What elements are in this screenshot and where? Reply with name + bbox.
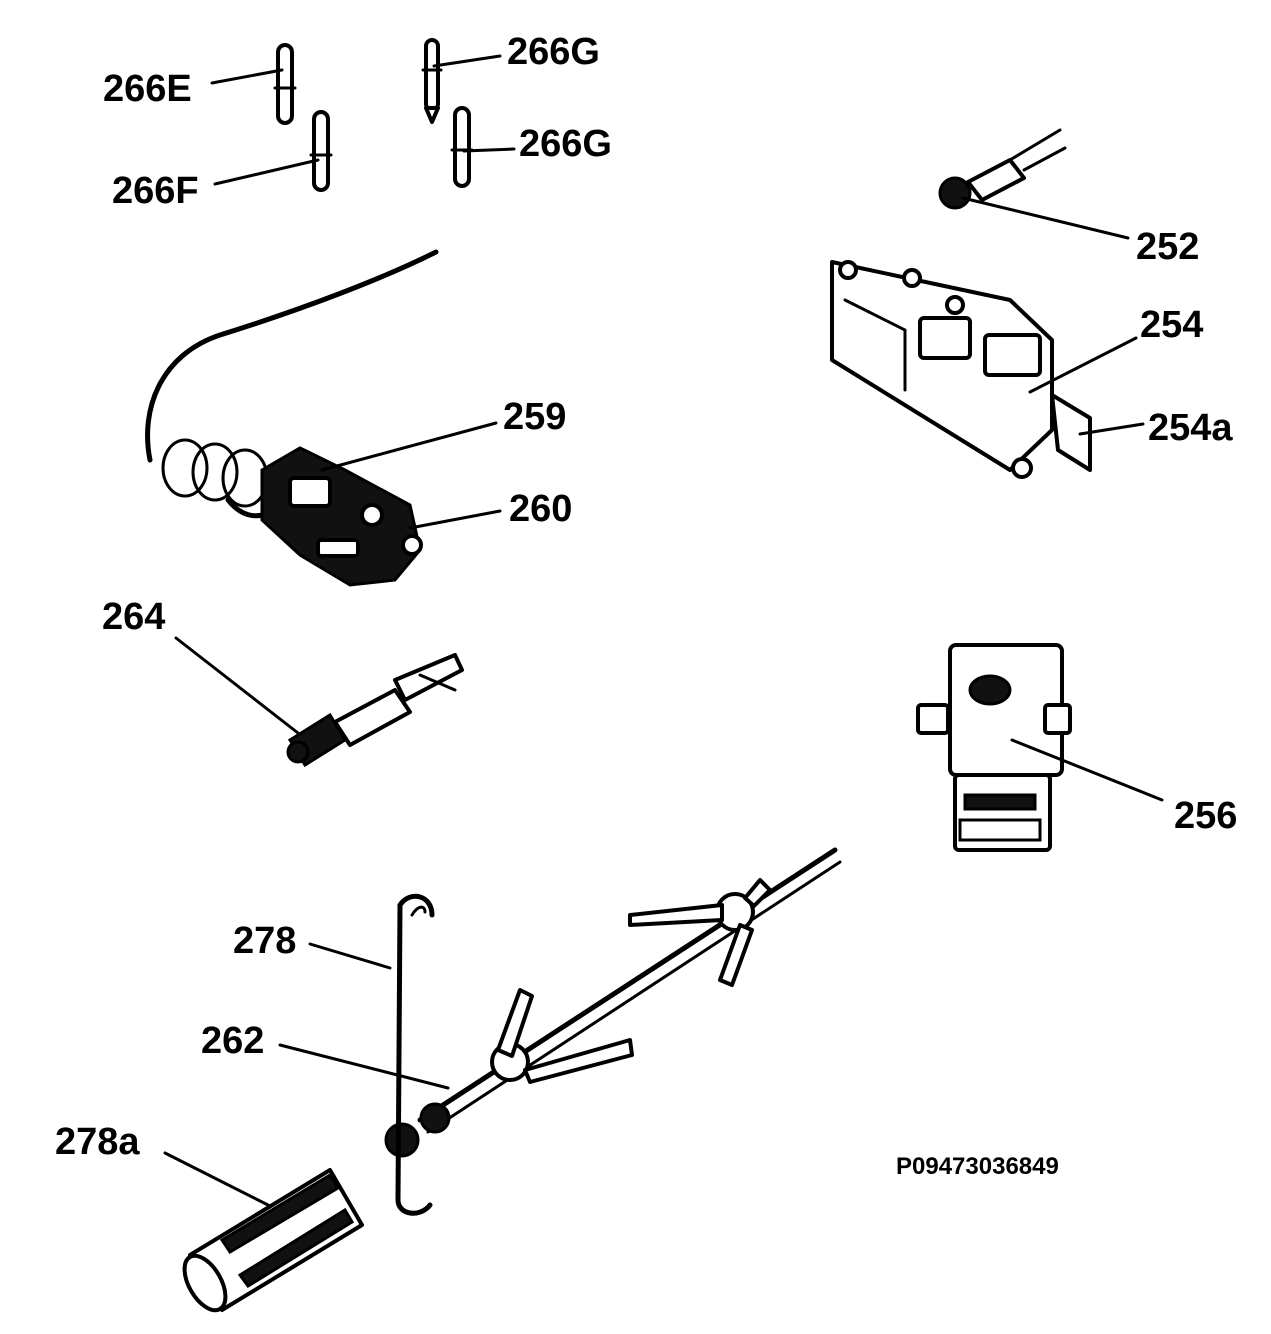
- ignition-plug-252: [938, 128, 1067, 210]
- rotisserie-spit-262: [384, 847, 842, 1158]
- reference-code: P09473036849: [896, 1153, 1059, 1180]
- callout-260: 260: [509, 488, 573, 530]
- spit-handle-278a: [182, 1168, 364, 1313]
- callout-254: 254: [1140, 304, 1204, 346]
- callout-266E: 266E: [103, 68, 192, 110]
- leader-lines: [163, 54, 1164, 1207]
- callout-278: 278: [233, 920, 297, 962]
- callout-256: 256: [1174, 795, 1238, 837]
- callout-259: 259: [503, 396, 567, 438]
- microswitch-256: [916, 643, 1072, 852]
- spark-electrode-264: [286, 653, 464, 768]
- pin-266E: [273, 43, 297, 125]
- callout-262: 262: [201, 1020, 265, 1062]
- pin-266G-mid: [450, 106, 474, 188]
- pin-266G-top: [421, 38, 443, 124]
- callout-252: 252: [1136, 226, 1200, 268]
- pin-266F: [309, 110, 333, 192]
- callout-266F: 266F: [112, 170, 199, 212]
- ignition-module-254: [830, 260, 1054, 479]
- thermostat-capillary-259: [145, 249, 439, 519]
- module-bracket-254a: [1050, 393, 1092, 472]
- callout-266G-top: 266G: [507, 31, 600, 73]
- spit-hook-278: [395, 893, 435, 1216]
- callout-278a: 278a: [55, 1121, 140, 1163]
- callout-264: 264: [102, 596, 166, 638]
- thermostat-260: [260, 446, 423, 587]
- callout-254a: 254a: [1148, 407, 1233, 449]
- callout-266G-mid: 266G: [519, 123, 612, 165]
